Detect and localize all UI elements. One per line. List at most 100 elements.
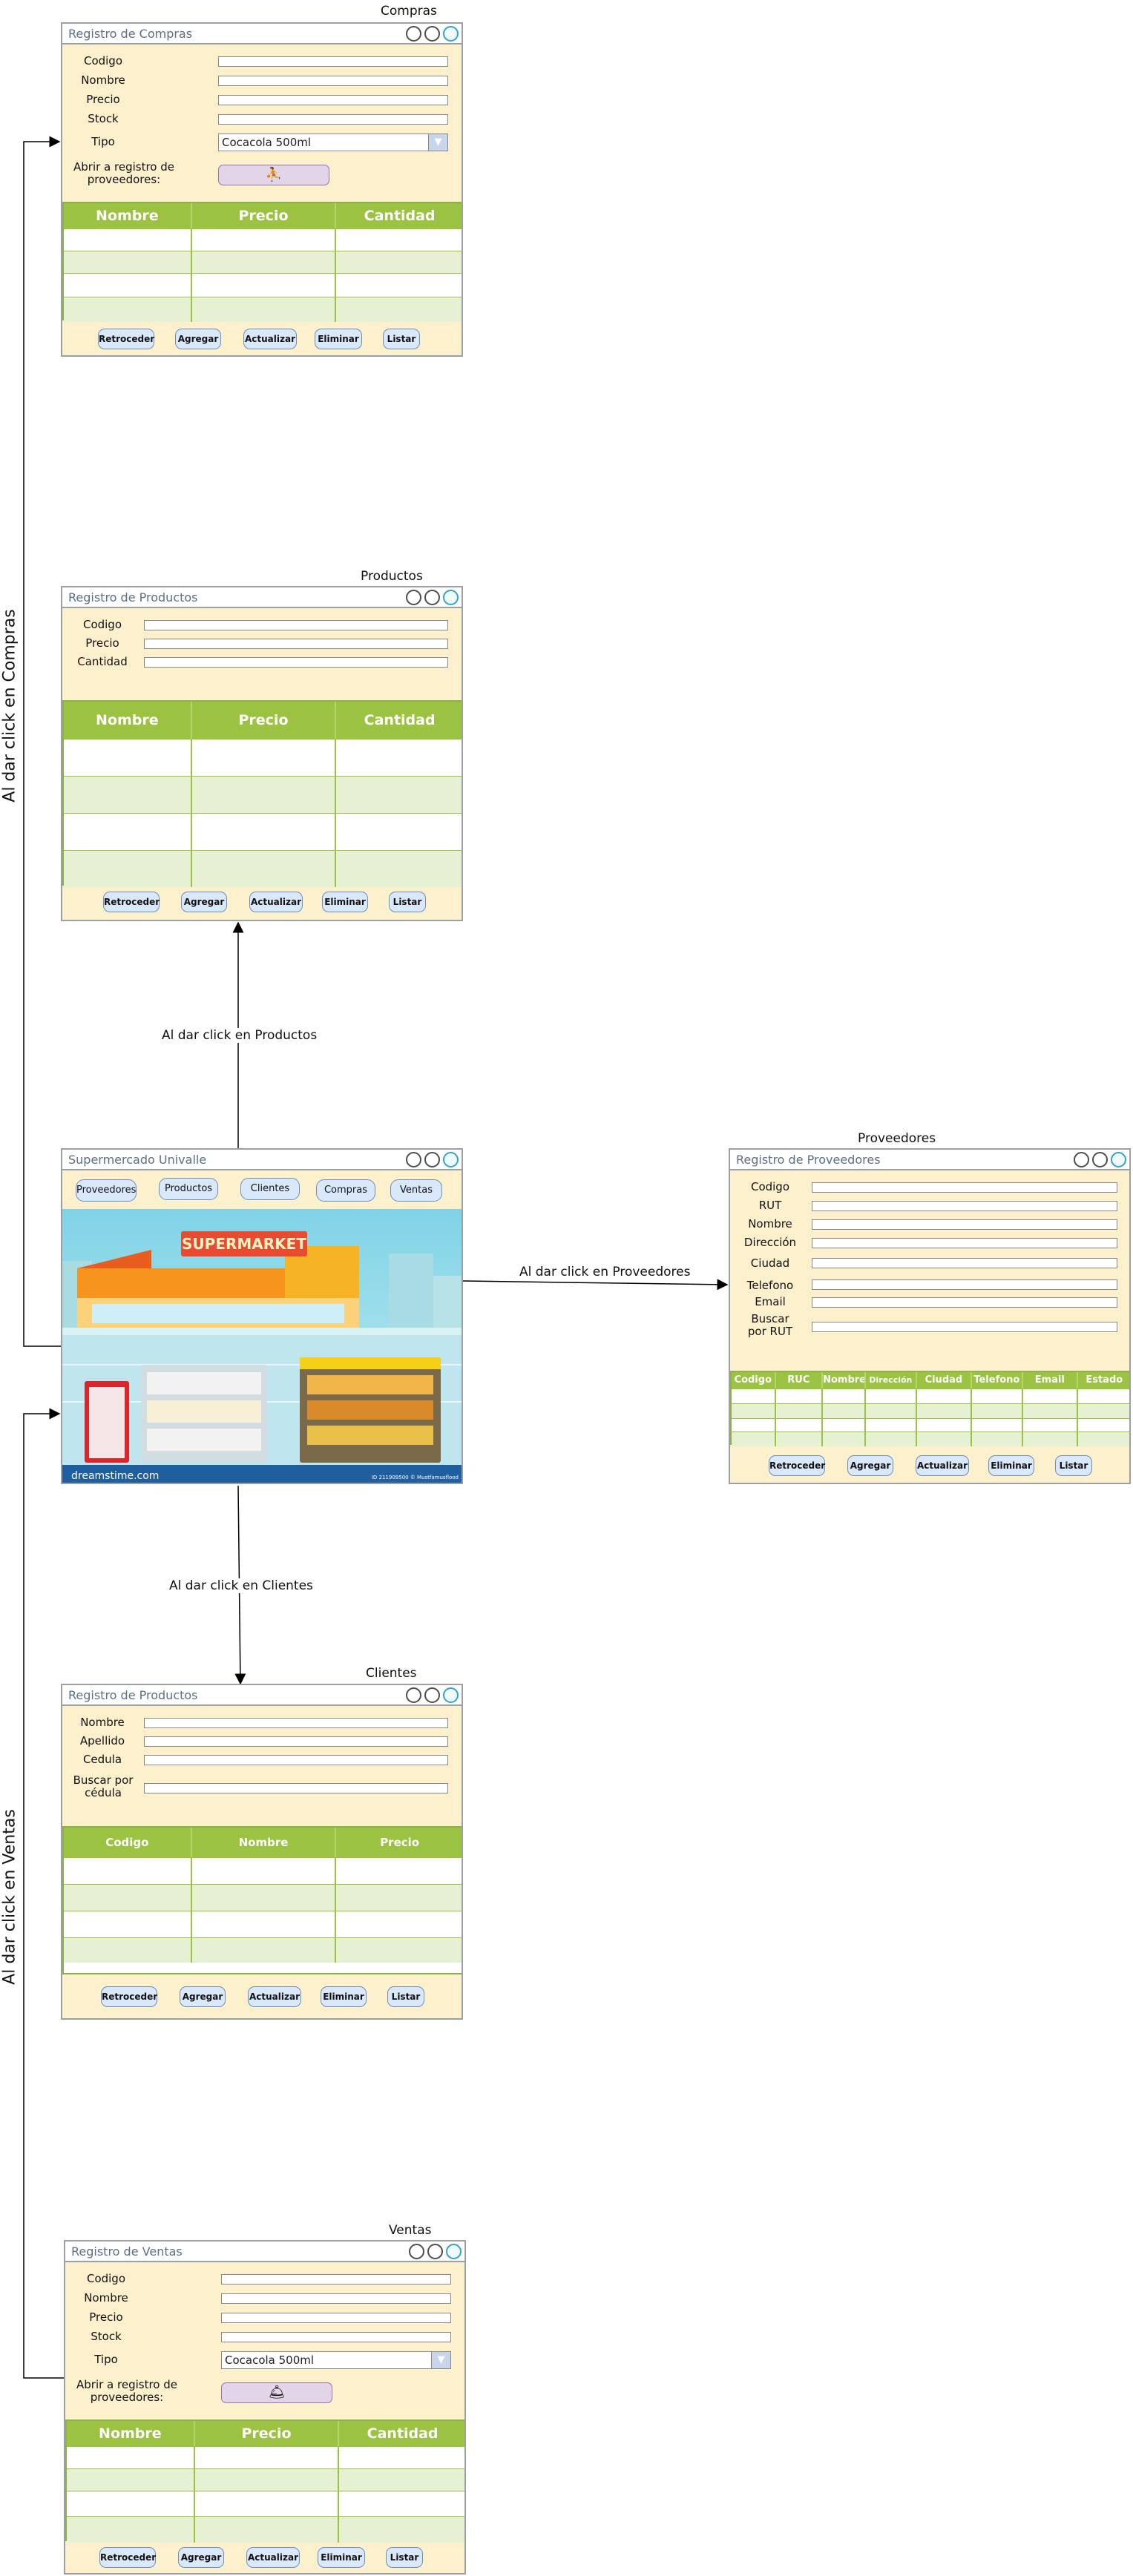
stock-input[interactable]	[221, 2332, 451, 2342]
table-row[interactable]	[732, 1389, 1129, 1403]
table-row[interactable]	[64, 251, 462, 273]
chevron-down-icon[interactable]: ▼	[428, 134, 447, 151]
actualizar-button[interactable]: Actualizar	[916, 1455, 969, 1476]
email-input[interactable]	[812, 1297, 1117, 1308]
listar-button[interactable]: Listar	[389, 892, 426, 912]
minimize-icon[interactable]	[406, 1152, 421, 1167]
agregar-button[interactable]: Agregar	[181, 892, 227, 912]
buscar-rut-input[interactable]	[812, 1322, 1117, 1332]
agregar-button[interactable]: Agregar	[847, 1455, 893, 1476]
table-row[interactable]	[64, 297, 462, 322]
table-row[interactable]	[67, 2516, 464, 2543]
codigo-input[interactable]	[221, 2274, 451, 2285]
nav-clientes-button[interactable]: Clientes	[240, 1178, 300, 1200]
table-row[interactable]	[64, 1857, 462, 1884]
maximize-icon[interactable]	[424, 1152, 440, 1167]
nombre-input[interactable]	[218, 76, 448, 86]
retroceder-button[interactable]: Retroceder	[103, 892, 160, 912]
table-row[interactable]	[732, 1418, 1129, 1432]
telefono-input[interactable]	[812, 1279, 1117, 1290]
table-row[interactable]	[64, 228, 462, 251]
nav-productos-button[interactable]: Productos	[159, 1178, 218, 1200]
nav-ventas-button[interactable]: Ventas	[390, 1179, 442, 1202]
stock-input[interactable]	[218, 114, 448, 125]
table-row[interactable]	[64, 813, 462, 850]
abrir-proveedores-button[interactable]: 🛎	[221, 2382, 332, 2403]
table-row[interactable]	[67, 2468, 464, 2491]
eliminar-button[interactable]: Eliminar	[321, 1986, 367, 2007]
buscar-cedula-input[interactable]	[144, 1783, 448, 1793]
table-row[interactable]	[64, 776, 462, 813]
table-row[interactable]	[64, 1884, 462, 1911]
nav-proveedores-button[interactable]: Proveedores	[76, 1179, 137, 1202]
eliminar-button[interactable]: Eliminar	[315, 329, 362, 349]
close-icon[interactable]	[443, 1152, 459, 1167]
eliminar-button[interactable]: Eliminar	[988, 1455, 1034, 1476]
codigo-input[interactable]	[144, 620, 448, 630]
table-row[interactable]	[64, 1937, 462, 1963]
cantidad-input[interactable]	[144, 657, 448, 668]
column-header: Precio	[192, 702, 337, 739]
retroceder-button[interactable]: Retroceder	[101, 1986, 157, 2007]
eliminar-button[interactable]: Eliminar	[322, 892, 368, 912]
listar-button[interactable]: Listar	[386, 2547, 423, 2568]
precio-input[interactable]	[221, 2313, 451, 2323]
ciudad-input[interactable]	[812, 1258, 1117, 1268]
table-row[interactable]	[732, 1432, 1129, 1446]
close-icon[interactable]	[446, 2244, 462, 2259]
maximize-icon[interactable]	[424, 1687, 440, 1703]
apellido-input[interactable]	[144, 1736, 448, 1747]
table-row[interactable]	[64, 739, 462, 776]
minimize-icon[interactable]	[409, 2244, 424, 2259]
minimize-icon[interactable]	[406, 26, 421, 42]
nav-compras-button[interactable]: Compras	[316, 1179, 375, 1202]
minimize-icon[interactable]	[406, 1687, 421, 1703]
table-row[interactable]	[64, 273, 462, 297]
codigo-input[interactable]	[812, 1182, 1117, 1193]
chevron-down-icon[interactable]: ▼	[431, 2352, 450, 2368]
table-row[interactable]	[64, 1911, 462, 1937]
eliminar-button[interactable]: Eliminar	[318, 2547, 365, 2568]
agregar-button[interactable]: Agregar	[180, 1986, 226, 2007]
close-icon[interactable]	[443, 590, 459, 605]
listar-button[interactable]: Listar	[387, 1986, 424, 2007]
actualizar-button[interactable]: Actualizar	[243, 329, 297, 349]
maximize-icon[interactable]	[1092, 1152, 1108, 1167]
table-row[interactable]	[732, 1403, 1129, 1418]
precio-input[interactable]	[218, 95, 448, 105]
tipo-select[interactable]: Cocacola 500ml ▼	[221, 2351, 451, 2369]
minimize-icon[interactable]	[406, 590, 421, 605]
maximize-icon[interactable]	[427, 2244, 443, 2259]
nombre-input[interactable]	[221, 2293, 451, 2304]
agregar-button[interactable]: Agregar	[178, 2547, 224, 2568]
close-icon[interactable]	[443, 1687, 459, 1703]
table-row[interactable]	[67, 2491, 464, 2516]
rut-input[interactable]	[812, 1201, 1117, 1211]
nombre-input[interactable]	[144, 1718, 448, 1728]
actualizar-button[interactable]: Actualizar	[246, 2547, 300, 2568]
direccion-input[interactable]	[812, 1238, 1117, 1248]
agregar-button[interactable]: Agregar	[175, 329, 221, 349]
table-row[interactable]	[67, 2446, 464, 2468]
retroceder-button[interactable]: Retroceder	[99, 2547, 156, 2568]
cedula-input[interactable]	[144, 1755, 448, 1765]
actualizar-button[interactable]: Actualizar	[249, 892, 303, 912]
abrir-proveedores-button[interactable]: ⛹	[218, 165, 329, 185]
close-icon[interactable]	[443, 26, 459, 42]
listar-button[interactable]: Listar	[383, 329, 420, 349]
tipo-select[interactable]: Cocacola 500ml ▼	[218, 134, 448, 151]
table-row[interactable]	[64, 850, 462, 887]
precio-input[interactable]	[144, 639, 448, 649]
retroceder-button[interactable]: Retroceder	[769, 1455, 825, 1476]
minimize-icon[interactable]	[1074, 1152, 1089, 1167]
maximize-icon[interactable]	[424, 590, 440, 605]
retroceder-button[interactable]: Retroceder	[98, 329, 154, 349]
proveedores-titlebar: Registro de Proveedores	[730, 1150, 1129, 1170]
listar-button[interactable]: Listar	[1055, 1455, 1092, 1476]
actualizar-button[interactable]: Actualizar	[248, 1986, 301, 2007]
maximize-icon[interactable]	[424, 26, 440, 42]
field-label: Buscar por RUT	[747, 1312, 793, 1338]
codigo-input[interactable]	[218, 56, 448, 67]
nombre-input[interactable]	[812, 1219, 1117, 1230]
close-icon[interactable]	[1111, 1152, 1126, 1167]
